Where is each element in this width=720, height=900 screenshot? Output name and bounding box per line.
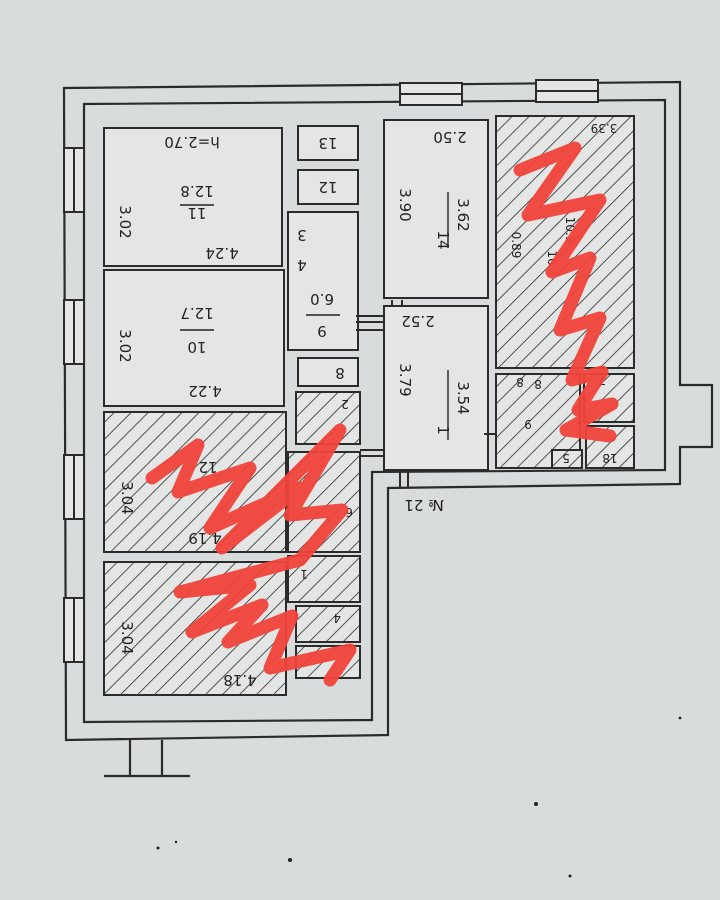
room-10-number: 10 (187, 338, 206, 356)
room-14-depth: 3.90 (396, 188, 414, 221)
window-left-2 (63, 299, 85, 365)
outer-wall (62, 80, 714, 742)
speck-marks (156, 716, 682, 878)
room-12-small (297, 169, 359, 205)
window-left-1 (63, 147, 85, 213)
small-cell-label-4: 4 (333, 611, 341, 625)
scribble-right (513, 141, 619, 443)
room-3-area: 4 (297, 256, 307, 274)
room-13-number: 13 (318, 134, 337, 152)
small-cell-label-10: 18 (602, 451, 617, 465)
small-cell-label-1: 2 (341, 397, 349, 411)
scribble-left (145, 423, 357, 687)
apartment-number: № 21 (404, 496, 443, 514)
room-10 (103, 269, 285, 407)
room-hatched-right-b (551, 449, 583, 469)
room-10-depth: 3.02 (116, 329, 134, 362)
door-marks (356, 300, 496, 488)
room-11-depth: 3.02 (116, 205, 134, 238)
room-hatched-left-1-number: 12 (198, 458, 217, 476)
window-top-1 (399, 82, 463, 106)
room-hatched-top-right-side: 0.89 (509, 232, 523, 259)
room-10-width: 4.22 (188, 382, 221, 400)
small-cell-label-3: 1 (300, 567, 308, 581)
window-left-4 (63, 597, 85, 663)
room-hatched-center-4 (295, 605, 361, 643)
room-1-width: 2.52 (401, 312, 434, 330)
ceiling-height-label: h=2.70 (164, 133, 219, 151)
room-13 (297, 125, 359, 161)
room-8-number: 8 (335, 364, 345, 382)
room-12-number: 12 (318, 178, 337, 196)
window-left-3 (63, 454, 85, 520)
room-hatched-left-2-depth: 3.04 (118, 621, 136, 654)
room-10-area: 12.7 (180, 304, 213, 322)
small-cell-label-5: 8 (516, 375, 524, 389)
room-14-number: 14 (434, 230, 452, 249)
small-cell-label-6: 9 (524, 417, 532, 431)
room-9-area: 6.0 (310, 290, 334, 308)
room-14-area: 3.62 (454, 198, 472, 231)
room-14-width: 2.50 (433, 128, 466, 146)
room-11-width: 4.24 (205, 244, 238, 262)
room-9-number: 9 (317, 322, 327, 340)
room-1-area: 3.54 (454, 381, 472, 414)
room-11-area: 12.8 (180, 182, 213, 200)
room-14 (383, 119, 489, 299)
outer-wall-inner (82, 98, 667, 724)
room-hatched-top-right-width: 3.39 (591, 121, 618, 135)
window-top-2 (535, 79, 599, 103)
small-cell-label-9: 5 (562, 451, 570, 465)
room-3 (287, 211, 359, 351)
room-3-number: 3 (297, 226, 307, 244)
room-1 (383, 305, 489, 471)
small-cell-label-7: 8 (534, 377, 542, 391)
room-1-number: 1 (434, 425, 452, 435)
small-cell-label-2: 6 (345, 505, 353, 519)
room-1-depth: 3.79 (396, 363, 414, 396)
room-11 (103, 127, 283, 267)
room-8 (297, 357, 359, 387)
room-hatched-left-1-depth: 3.04 (118, 481, 136, 514)
room-hatched-left-2-width: 4.18 (223, 671, 256, 689)
room-11-number: 11 (187, 204, 206, 222)
entrance-stub (104, 740, 190, 778)
